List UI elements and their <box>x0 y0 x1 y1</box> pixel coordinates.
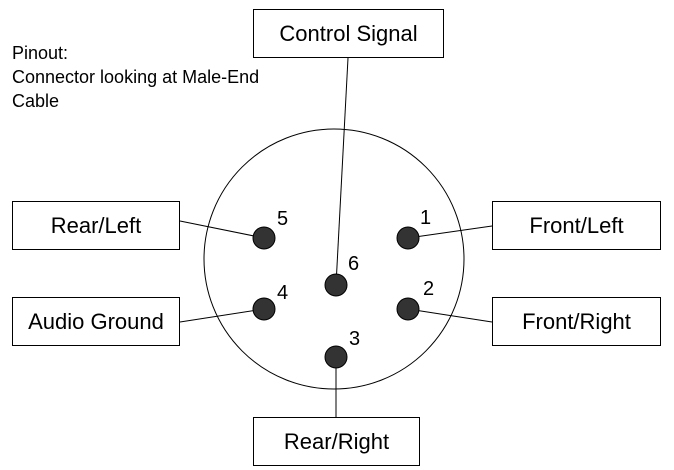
leader-line-pin-2 <box>407 308 493 323</box>
label-box-rear-left: Rear/Left <box>12 201 180 250</box>
label-box-front-left: Front/Left <box>492 201 661 250</box>
pin-1-dot <box>396 226 420 250</box>
pin-2-dot <box>396 297 420 321</box>
leader-line-pin-4 <box>179 308 265 323</box>
leader-line-pin-6 <box>335 57 349 286</box>
pin-6-dot <box>324 273 348 297</box>
pin-4-dot <box>252 297 276 321</box>
leader-line-pin-1 <box>407 225 493 239</box>
pin-3-number: 3 <box>349 328 361 350</box>
label-box-rear-right: Rear/Right <box>253 417 420 466</box>
caption-line-3: Cable <box>12 91 60 111</box>
leader-line-pin-5 <box>179 220 265 239</box>
pin-5-number: 5 <box>277 208 289 230</box>
label-box-audio-ground: Audio Ground <box>12 297 180 346</box>
label-box-control-signal: Control Signal <box>253 9 444 58</box>
pin-5-dot <box>252 226 276 250</box>
pin-4-number: 4 <box>277 282 289 304</box>
pin-6-number: 6 <box>348 253 360 275</box>
pin-1-number: 1 <box>420 207 432 229</box>
label-box-front-right: Front/Right <box>492 297 661 346</box>
connector-outline <box>203 128 465 390</box>
caption-line-1: Pinout: <box>12 43 69 63</box>
diagram-caption: Pinout: Connector looking at Male-End Ca… <box>12 41 259 113</box>
pin-3-dot <box>324 345 348 369</box>
pin-2-number: 2 <box>423 278 435 300</box>
caption-line-2: Connector looking at Male-End <box>12 67 260 87</box>
